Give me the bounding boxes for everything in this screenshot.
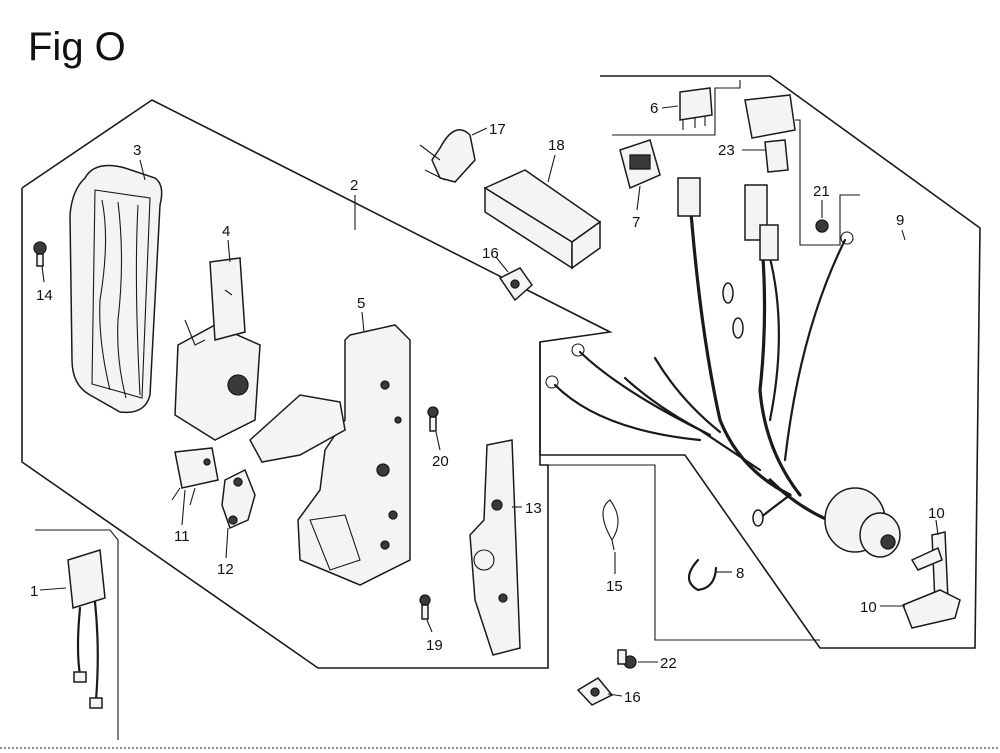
leader-10a [935, 519, 939, 536]
callout-5: 5 [357, 295, 365, 312]
leader-6 [661, 105, 679, 109]
box-18-part [483, 169, 602, 270]
callout-6: 6 [650, 100, 658, 117]
callout-18: 18 [548, 137, 565, 154]
callout-12: 12 [217, 561, 234, 578]
callout-19: 19 [426, 637, 443, 654]
leader-1 [39, 587, 67, 591]
callout-2: 2 [350, 177, 358, 194]
relay-group-outline [612, 80, 741, 136]
callout-1: 1 [30, 583, 38, 600]
callout-21: 21 [813, 183, 830, 200]
clip-16-lower-part [576, 677, 614, 706]
callout-20: 20 [432, 453, 449, 470]
panel-cover-part [69, 164, 163, 414]
leader-17 [471, 127, 488, 136]
callout-4: 4 [222, 223, 230, 240]
part1-outline [35, 529, 119, 740]
callout-15: 15 [606, 578, 623, 595]
bracket-part [174, 257, 261, 441]
callout-7: 7 [632, 214, 640, 231]
screw-20-part [427, 406, 439, 432]
screw-14-part [33, 241, 47, 267]
connector-7-part [619, 139, 661, 190]
plate-13-part [469, 439, 521, 656]
cable-tie-15-part [602, 499, 619, 551]
leader-18 [547, 154, 556, 183]
harness-group-outline [539, 75, 981, 649]
fuse-holder-23-part [744, 94, 796, 173]
callout-23: 23 [718, 142, 735, 159]
leader-11 [181, 489, 186, 526]
leader-4 [227, 239, 231, 263]
leader-3 [139, 159, 146, 181]
clip-16-upper-part [498, 267, 534, 302]
clip-17-part [419, 129, 476, 183]
leader-20 [435, 431, 441, 451]
breaker-12-part [221, 468, 256, 530]
leader-14 [41, 265, 45, 283]
callout-16-upper: 16 [482, 245, 499, 262]
key-10-lower-part [902, 589, 961, 629]
clip-group-outline [548, 464, 820, 641]
callout-3: 3 [133, 142, 141, 159]
relay-6-part [679, 87, 713, 130]
screw-21-part [815, 219, 829, 233]
callout-8: 8 [736, 565, 744, 582]
screw-19-part [419, 594, 431, 620]
callout-17: 17 [489, 121, 506, 138]
panel-group-outline [21, 99, 613, 669]
switch-11-part [171, 447, 219, 506]
callout-13: 13 [525, 500, 542, 517]
callout-10-upper: 10 [928, 505, 945, 522]
control-panel-part [249, 324, 411, 586]
fuse-group-outline [795, 119, 860, 246]
leader-9 [901, 229, 906, 241]
module-1-part [67, 549, 106, 709]
leader-16b [607, 693, 623, 697]
callout-22: 22 [660, 655, 677, 672]
leader-19 [426, 619, 433, 633]
screw-22-part [617, 649, 637, 669]
leader-12 [225, 527, 229, 559]
callout-9: 9 [896, 212, 904, 229]
leader-16a [495, 256, 509, 273]
figure-title: Fig O [28, 25, 126, 69]
callout-16-lower: 16 [624, 689, 641, 706]
clamp-8-part [687, 558, 718, 592]
wire-harness-part [545, 177, 901, 558]
callout-11: 11 [174, 528, 190, 545]
leader-7 [636, 185, 641, 211]
callout-10-lower: 10 [860, 599, 877, 616]
callout-14: 14 [36, 287, 53, 304]
leader-5 [361, 311, 365, 333]
